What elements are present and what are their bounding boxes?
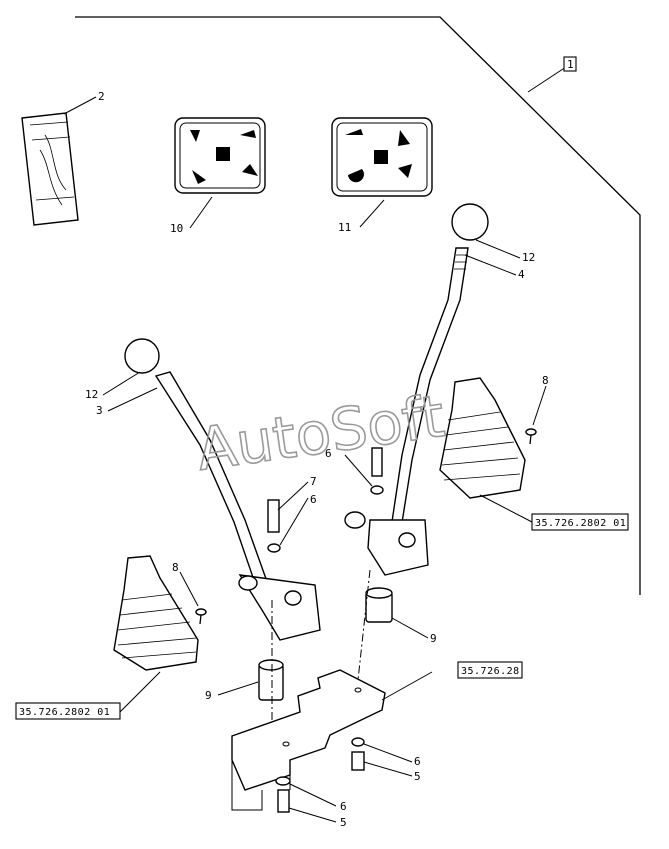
control-decal-11	[331, 117, 433, 197]
callout-5b: 5	[340, 816, 347, 829]
frame-label-box	[563, 56, 577, 72]
right-control-lever	[344, 203, 489, 576]
callout-6b: 6	[325, 447, 332, 460]
leader-line-5b	[288, 807, 337, 823]
universal-joint-left	[258, 659, 284, 701]
right-rubber-boot	[439, 377, 526, 499]
screw-8-right	[525, 428, 537, 445]
ref-box-3	[15, 702, 121, 720]
callout-8b: 8	[172, 561, 179, 574]
ref-box-2	[457, 661, 523, 679]
callout-11: 11	[338, 221, 351, 234]
leader-line-12a	[102, 371, 141, 396]
left-control-lever	[124, 338, 321, 641]
bolt-left-lower	[275, 776, 291, 813]
leader-line-3	[107, 387, 158, 412]
universal-joint-right	[365, 587, 393, 623]
callout-6d: 6	[340, 800, 347, 813]
assembly-boundary-line	[75, 16, 641, 595]
leader-line-r3	[119, 671, 161, 713]
callout-6c: 6	[414, 755, 421, 768]
left-lever-knob	[124, 338, 160, 374]
leader-line-12b	[475, 239, 521, 259]
right-lever-knob	[451, 203, 489, 241]
bolt-right-lower	[351, 737, 365, 771]
leader-line-r2	[381, 671, 433, 701]
callout-8a: 8	[542, 374, 549, 387]
callout-12a: 12	[85, 388, 98, 401]
callout-7: 7	[310, 475, 317, 488]
callout-5a: 5	[414, 770, 421, 783]
callout-9a: 9	[205, 689, 212, 702]
leader-line-2	[63, 96, 97, 115]
callout-6a: 6	[310, 493, 317, 506]
screw-8-left	[195, 608, 207, 625]
leader-line-9b	[391, 617, 429, 639]
callout-12b: 12	[522, 251, 535, 264]
callout-3: 3	[96, 404, 103, 417]
leader-line-8b	[179, 571, 199, 607]
leader-line-7	[277, 481, 309, 511]
leader-line-8a	[532, 385, 547, 426]
leader-line-11	[359, 199, 385, 228]
ref-3: 35.726.2802 01	[19, 707, 110, 718]
callout-2: 2	[98, 90, 105, 103]
left-rubber-boot	[113, 555, 199, 671]
ref-1: 35.726.2802 01	[535, 518, 626, 529]
bolt-right-upper	[370, 447, 384, 495]
leader-line-6c	[363, 743, 413, 763]
leader-line-r1	[479, 494, 533, 523]
callout-9b: 9	[430, 632, 437, 645]
callout-4: 4	[518, 268, 525, 281]
control-decal-10	[174, 117, 266, 194]
axis-line-right	[357, 569, 371, 681]
frame-label: 1	[567, 58, 574, 71]
ref-2: 35.726.28	[461, 666, 520, 677]
ref-box-1	[531, 513, 629, 531]
leader-line-1	[527, 66, 567, 93]
leader-line-6b	[344, 454, 373, 487]
leader-line-5a	[363, 761, 413, 777]
leader-line-6d	[289, 783, 337, 807]
leader-line-9a	[217, 681, 259, 696]
leader-line-4	[464, 254, 517, 276]
leader-line-10	[189, 196, 213, 229]
callout-10: 10	[170, 222, 183, 235]
bolt-left-upper	[267, 499, 281, 553]
leader-line-6a	[279, 497, 309, 546]
operator-manual-card	[21, 112, 79, 226]
